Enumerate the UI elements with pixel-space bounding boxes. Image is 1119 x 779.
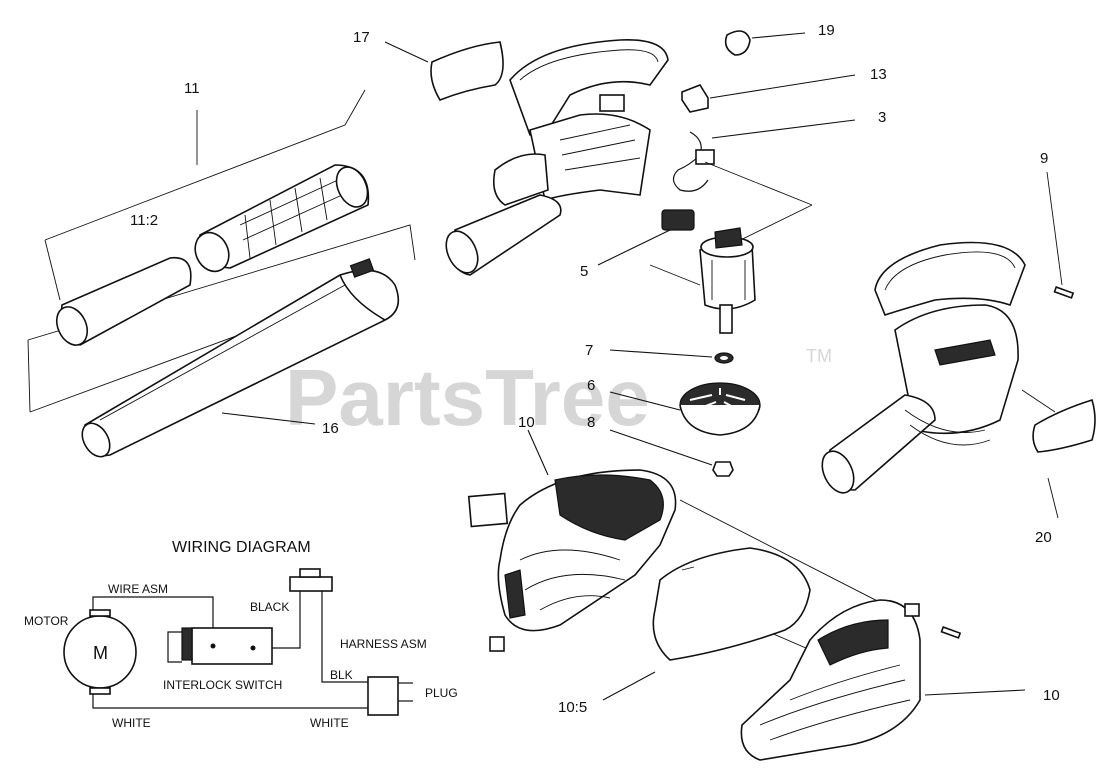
callout-19: 19 — [818, 22, 835, 39]
wire-harness-part-3 — [672, 131, 709, 192]
callout-numbers: 17 19 13 3 11 11:2 9 5 7 6 8 10 16 20 10… — [130, 22, 1060, 716]
callout-10-bottom: 10 — [1043, 687, 1060, 704]
interlock-switch-label: INTERLOCK SWITCH — [163, 678, 282, 692]
plug-symbol — [367, 676, 399, 716]
screw-part-9 — [1053, 286, 1075, 299]
callout-10-5: 10:5 — [558, 699, 587, 716]
lower-housing-group — [467, 469, 962, 761]
callout-9: 9 — [1040, 150, 1048, 167]
motor-group — [649, 161, 813, 477]
decal-part-20 — [1032, 398, 1096, 453]
assembled-blower — [821, 241, 1026, 494]
callout-7: 7 — [585, 342, 593, 359]
blk-label: BLK — [330, 668, 353, 682]
tube-part-16 — [81, 258, 400, 458]
interlock-switch-symbol — [167, 627, 273, 665]
motor — [649, 227, 756, 334]
watermark-text: PartsTree — [285, 353, 650, 442]
callout-8: 8 — [587, 414, 595, 431]
callout-5: 5 — [580, 263, 588, 280]
white-right-label: WHITE — [310, 716, 349, 730]
upper-housing-group — [430, 30, 751, 276]
bracket-part-13 — [681, 84, 709, 113]
lower-housing-part-10 — [497, 469, 677, 632]
nut-part-8 — [712, 461, 734, 477]
callout-16: 16 — [322, 420, 339, 437]
wiring-diagram: WIRING DIAGRAM M MOTOR WIRE ASM — [24, 539, 458, 730]
harness-connector-symbol — [289, 568, 333, 592]
callout-17: 17 — [353, 29, 370, 46]
tube-assembly-group — [27, 89, 416, 458]
decal-part-19 — [724, 30, 751, 56]
wire-asm-label: WIRE ASM — [108, 582, 168, 596]
tube-part-11-2 — [55, 256, 192, 346]
wiring-title: WIRING DIAGRAM — [172, 539, 311, 556]
callout-11-2: 11:2 — [130, 212, 158, 229]
tube-part-11 — [194, 164, 370, 273]
callout-10-top: 10 — [518, 414, 535, 431]
motor-symbol-text: M — [93, 643, 108, 663]
black-label: BLACK — [250, 600, 289, 614]
callout-3: 3 — [878, 109, 886, 126]
switch-part-5 — [661, 209, 695, 231]
cover-part-10 — [740, 599, 962, 761]
upper-housing — [445, 39, 669, 276]
callout-6: 6 — [587, 377, 595, 394]
leader-lines — [221, 32, 1026, 701]
motor-label: MOTOR — [24, 614, 69, 628]
decal-part-17 — [430, 41, 504, 101]
filter-part-10-5 — [652, 547, 811, 661]
fan-part-6 — [679, 382, 761, 436]
assembled-blower-group — [821, 171, 1096, 519]
watermark-trademark: TM — [806, 346, 832, 366]
callout-13: 13 — [870, 66, 887, 83]
plug-label: PLUG — [425, 686, 458, 700]
white-left-label: WHITE — [112, 716, 151, 730]
harness-asm-label: HARNESS ASM — [340, 637, 427, 651]
callout-20: 20 — [1035, 529, 1052, 546]
callout-11: 11 — [184, 80, 200, 97]
